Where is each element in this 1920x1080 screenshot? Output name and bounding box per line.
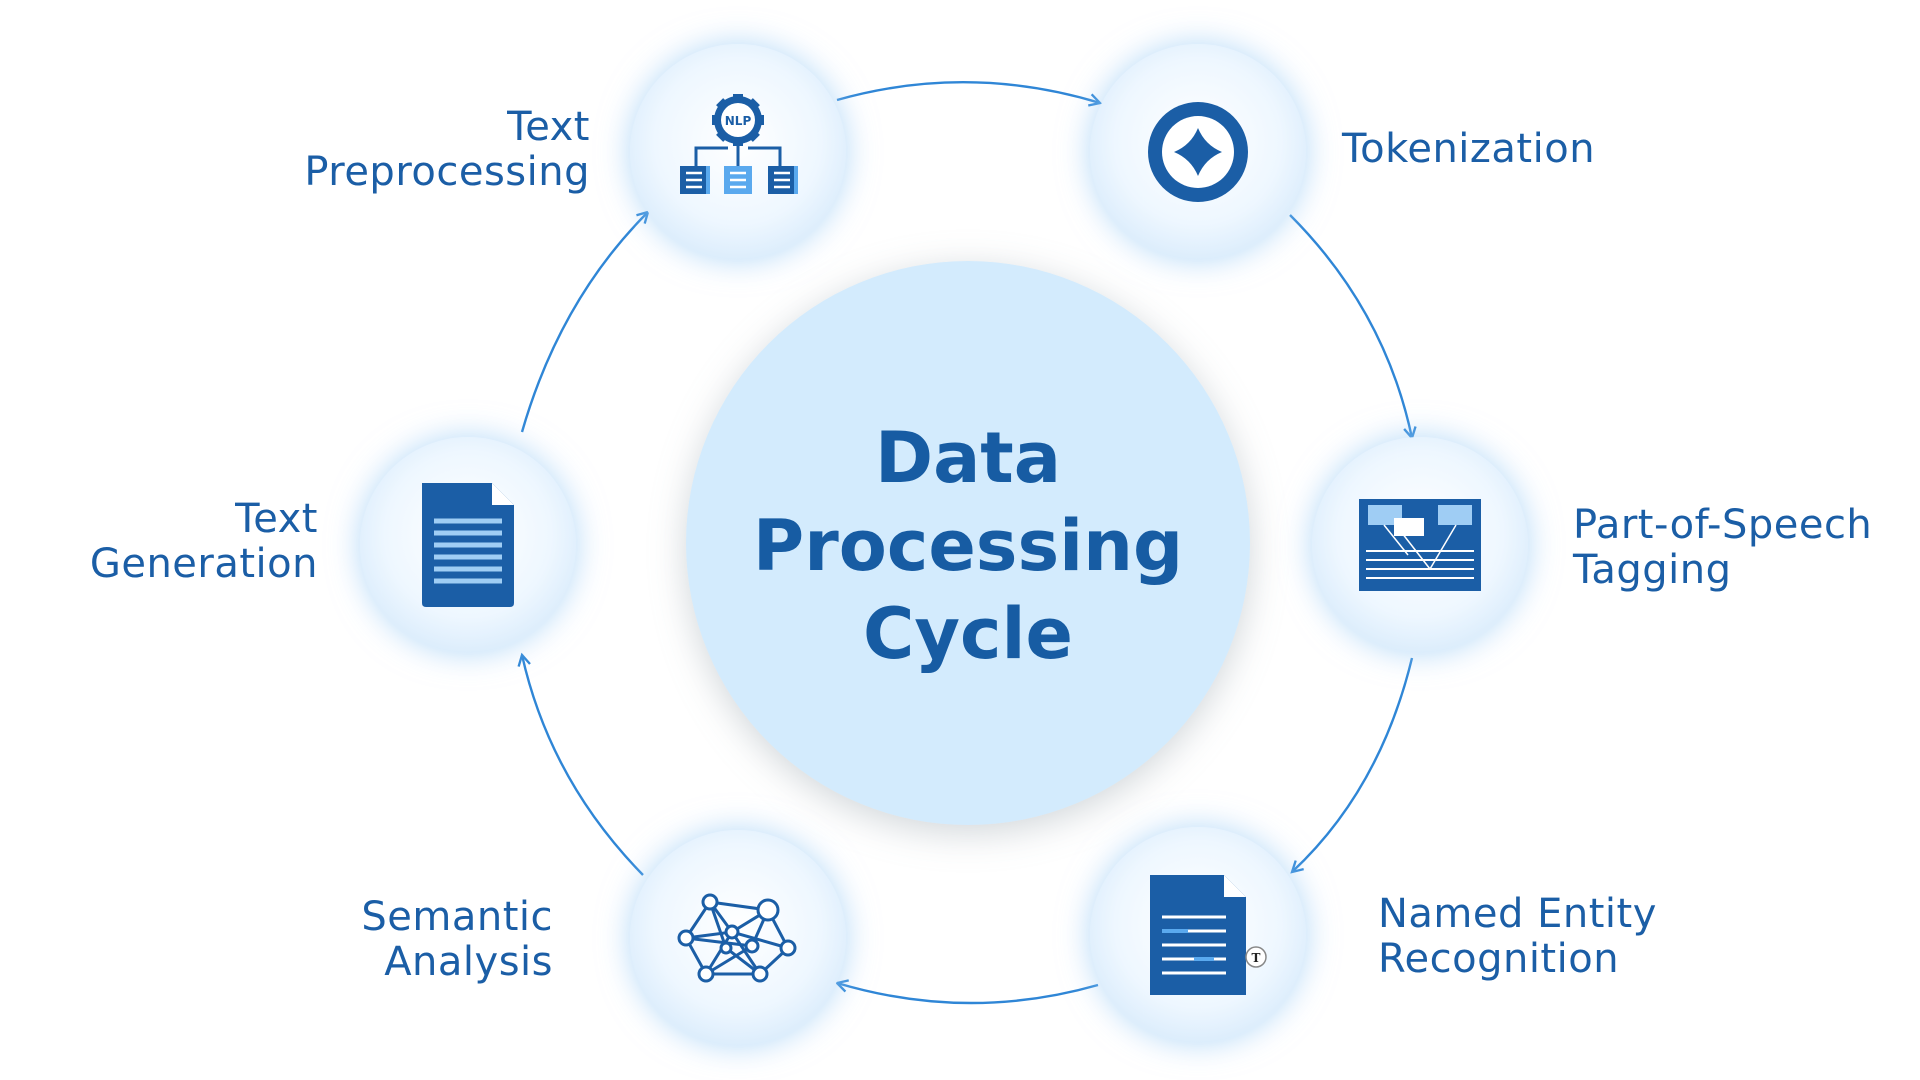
arrow-generation-to-preprocessing [520, 212, 648, 433]
stage-label-line-2: Preprocessing [304, 149, 590, 195]
text-document-icon [422, 483, 514, 607]
center-title-line-1: Data [875, 417, 1061, 499]
stage-tokenization: Tokenization [1090, 44, 1595, 260]
center-title-line-2: Processing [753, 505, 1183, 587]
stage-node-circle [630, 830, 846, 1046]
tagging-board-icon [1359, 499, 1481, 591]
arrow-semantic-to-generation [522, 655, 644, 876]
stage-part-of-speech-tagging: Part-of-Speech Tagging [1312, 437, 1872, 653]
stage-label-line-1: Text [506, 104, 590, 150]
center-circle [686, 261, 1250, 825]
arrow-tokenization-to-pos-tagging [1289, 214, 1412, 438]
stage-label-line-2: Tagging [1572, 547, 1731, 593]
arrow-pos-tagging-to-ner [1292, 657, 1414, 872]
stage-label-line-1: Part-of-Speech [1573, 502, 1872, 548]
semantic-network-icon [677, 893, 797, 983]
token-ring-icon [1148, 102, 1248, 202]
stage-label-line-2: Generation [90, 541, 318, 587]
stage-named-entity-recognition: T Named Entity Recognition [1090, 827, 1657, 1043]
stage-label-line-1: Semantic [361, 894, 553, 940]
nlp-gear-icon: NLP [680, 94, 798, 194]
stage-label-line-1: Tokenization [1341, 126, 1595, 172]
arrow-preprocessing-to-tokenization [836, 81, 1100, 103]
stage-text-generation: Text Generation [90, 437, 576, 653]
svg-text:T: T [1252, 951, 1261, 965]
center-title-line-3: Cycle [863, 593, 1073, 675]
svg-text:NLP: NLP [725, 114, 752, 128]
stage-label-line-2: Recognition [1378, 936, 1619, 982]
arrow-ner-to-semantic [837, 983, 1099, 1005]
stage-label-line-1: Named Entity [1378, 891, 1657, 937]
center-hub: Data Processing Cycle [686, 261, 1250, 825]
stage-semantic-analysis: Semantic Analysis [361, 830, 846, 1046]
stage-text-preprocessing: NLP Text Preprocessing [304, 44, 846, 260]
entity-document-icon: T [1150, 875, 1267, 995]
stage-label-line-1: Text [234, 496, 318, 542]
stage-label-line-2: Analysis [384, 939, 553, 985]
connector-arrows [520, 81, 1414, 1005]
